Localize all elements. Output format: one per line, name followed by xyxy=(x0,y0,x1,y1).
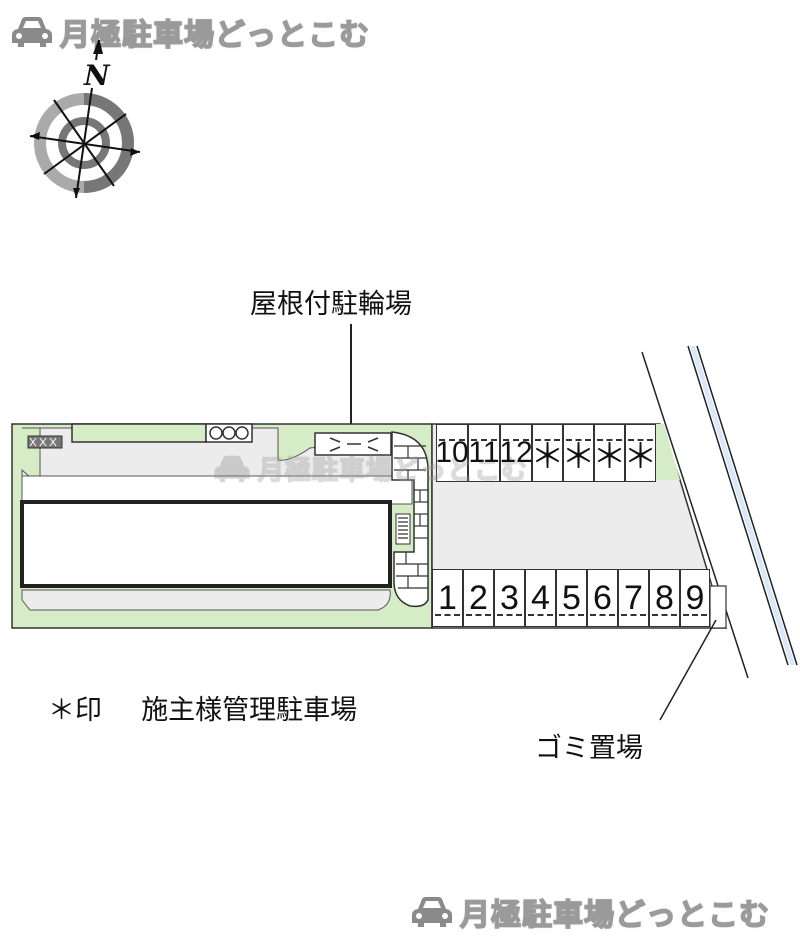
parking-stall[interactable]: 11 xyxy=(468,424,500,482)
parking-stall[interactable]: 7 xyxy=(618,569,649,627)
watermark-bottom: 月極駐車場どっとこむ xyxy=(410,890,770,934)
parking-stall[interactable]: 12 xyxy=(499,424,533,482)
car-icon xyxy=(12,17,52,47)
parking-stall[interactable]: 10 xyxy=(435,424,469,482)
parking-stall[interactable]: 1 xyxy=(432,569,463,627)
watermark-text: 月極駐車場どっとこむ xyxy=(257,455,529,487)
watermark-text: 月極駐車場どっとこむ xyxy=(59,17,370,54)
parking-stall[interactable]: 3 xyxy=(494,569,525,627)
parking-stall-owner-managed[interactable]: ＊ xyxy=(531,424,565,482)
parking-stall[interactable]: 4 xyxy=(525,569,556,627)
parking-stall[interactable]: 5 xyxy=(556,569,587,627)
north-label: N xyxy=(83,59,111,92)
car-icon xyxy=(412,897,452,927)
parking-stall-owner-managed[interactable]: ＊ xyxy=(562,424,596,482)
bicycle-parking-leader-line xyxy=(350,324,352,440)
parking-stall[interactable]: 9 xyxy=(680,569,710,627)
watermark-center: 月極駐車場どっとこむ xyxy=(212,450,528,487)
legend-marker: ＊印 xyxy=(48,695,102,726)
parking-stall-owner-managed[interactable]: ＊ xyxy=(593,424,627,482)
parking-stall-owner-managed[interactable]: ＊ xyxy=(624,424,658,482)
watermark-top: 月極駐車場どっとこむ xyxy=(10,10,370,54)
parking-stall[interactable]: 6 xyxy=(587,569,618,627)
legend-text: 施主様管理駐車場 xyxy=(141,695,358,726)
parking-stall[interactable]: 2 xyxy=(463,569,494,627)
car-icon xyxy=(214,455,250,482)
bicycle-parking-label: 屋根付駐輪場 xyxy=(250,289,412,320)
compass-rose-icon: N xyxy=(29,40,141,199)
watermark-text: 月極駐車場どっとこむ xyxy=(459,897,770,934)
garbage-area-label: ゴミ置場 xyxy=(535,733,643,764)
legend: ＊印 施主様管理駐車場 xyxy=(48,688,357,727)
parking-stall[interactable]: 8 xyxy=(649,569,680,627)
